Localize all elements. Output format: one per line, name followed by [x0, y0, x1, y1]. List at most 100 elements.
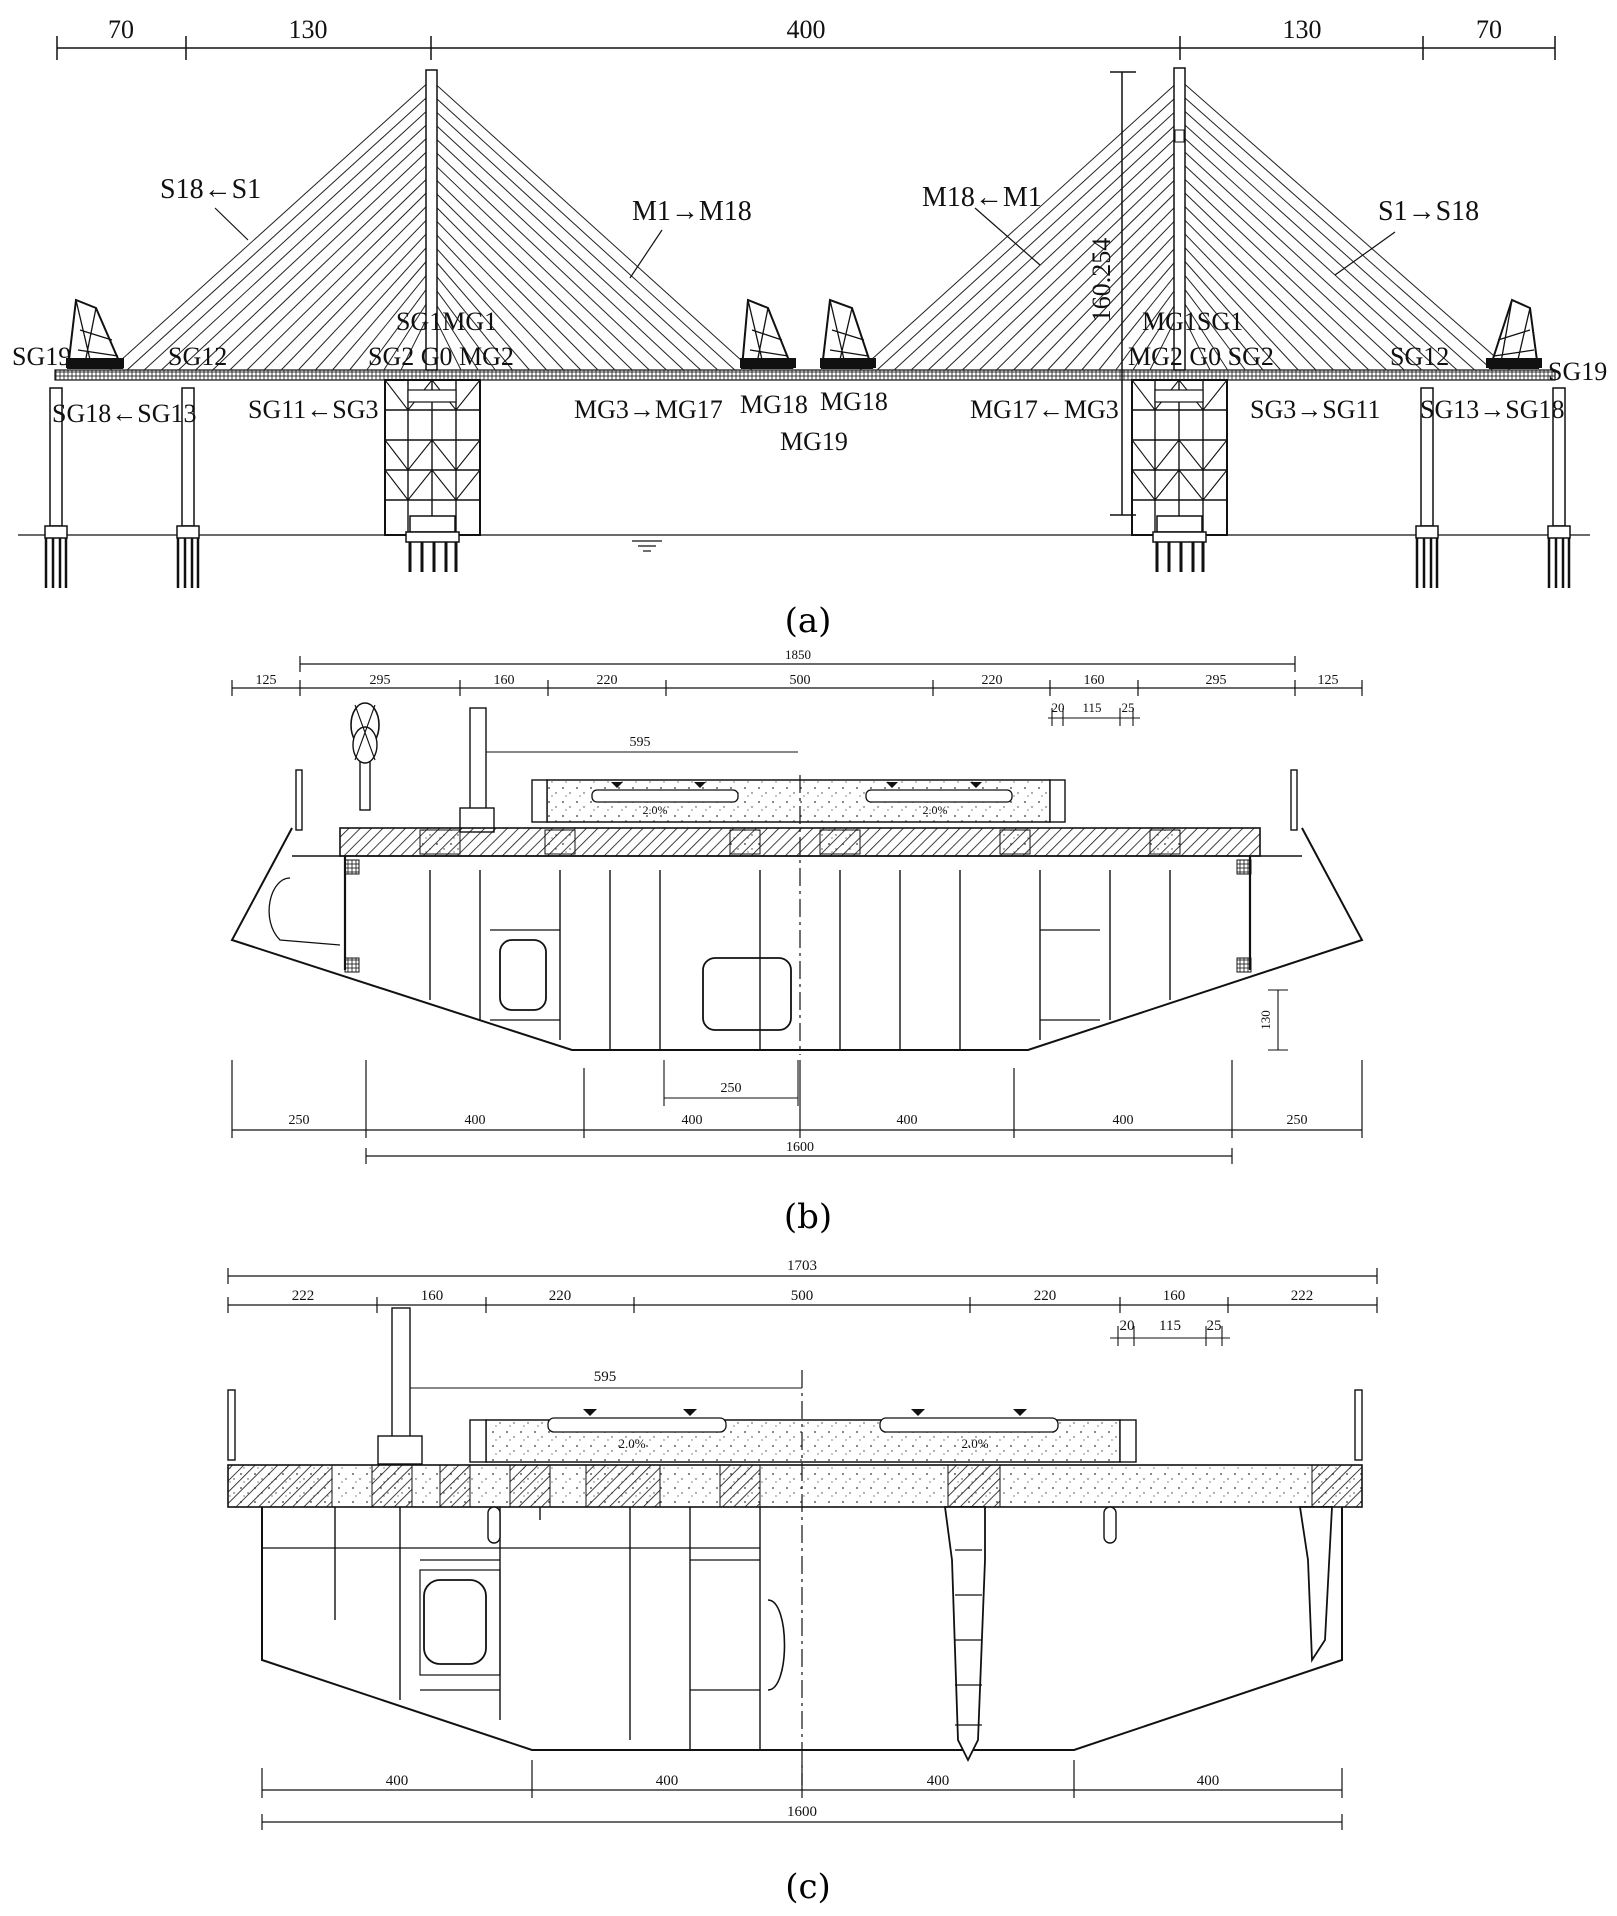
left-pylon-side-cable [212, 160, 432, 371]
bridge-deck [54, 369, 1556, 381]
left-pylon [425, 69, 438, 371]
panel-a-labels: S18←S1 M1→M18 M18←M1 S1→S18 SG19 SG12 SG… [12, 174, 1607, 456]
left-pylon-side-cable [161, 120, 432, 371]
b-slope-right: 2.0% [923, 803, 948, 817]
c-top-dim-5: 220 [1034, 1288, 1057, 1304]
c-slope-left: 2.0% [618, 1436, 645, 1451]
label-sg19-right: SG19 [1548, 357, 1607, 386]
deck-crane-3 [820, 298, 876, 369]
left-pylon-main-cable [430, 160, 650, 371]
span-dim-1: 70 [108, 15, 134, 44]
c-total-top: 1703 [787, 1258, 817, 1274]
right-pylon-side-cable [996, 187, 1181, 371]
left-pylon-main-cable [430, 106, 719, 371]
span-dim-5: 70 [1476, 15, 1502, 44]
right-temporary-tower [1131, 379, 1228, 572]
left-temporary-tower [384, 379, 481, 572]
right-pylon-side-cable [1030, 214, 1181, 371]
right-pylon-side-cable [1013, 201, 1181, 371]
panel-c-caption: (c) [785, 1867, 831, 1907]
label-sg12-right: SG12 [1390, 342, 1449, 371]
left-pylon-side-cable [143, 106, 432, 371]
left-pylon-side-cable [109, 79, 432, 371]
right-pylon-side-cable [1098, 269, 1181, 371]
right-pylon-main-cable [1179, 160, 1405, 371]
span-dim-2: 130 [289, 15, 328, 44]
deck-crane-2 [740, 298, 796, 369]
b-steel-box-girder [230, 827, 1364, 1051]
label-mg3-mg17: MG3→MG17 [574, 395, 723, 424]
left-pylon-main-cable [430, 255, 530, 371]
b-slope-left: 2.0% [643, 803, 668, 817]
left-pylon-side-cable [280, 214, 432, 371]
cable-fan-right-pylon [859, 79, 1511, 371]
cable-fan-left-pylon [109, 79, 753, 371]
c-slope-right: 2.0% [961, 1436, 988, 1451]
b-bottom-dim-6: 250 [1287, 1113, 1308, 1128]
label-sg1-mg1-left: SG1MG1 [396, 307, 497, 336]
right-pylon-main-cable [1179, 106, 1476, 371]
left-pylon-main-cable [430, 282, 496, 371]
right-pylon-main-cable [1179, 242, 1299, 371]
left-pylon-side-cable [263, 201, 432, 371]
left-pylon-side-cable [332, 255, 432, 371]
right-pylon-side-cable [944, 147, 1181, 371]
c-top-dim-1: 222 [292, 1288, 315, 1304]
right-pylon-main-cable [1179, 296, 1229, 371]
b-depth-dimension: 130 [1258, 989, 1288, 1051]
label-mg17-mg3: MG17←MG3 [970, 395, 1119, 424]
span-dim-4: 130 [1283, 15, 1322, 44]
c-top-dim-4: 500 [791, 1288, 814, 1304]
label-m18-m1: M18←M1 [922, 182, 1042, 213]
c-detail-dim-2: 115 [1159, 1318, 1181, 1334]
c-railings [227, 1307, 1363, 1465]
left-pylon-main-cable [430, 120, 701, 371]
c-deck-slab [227, 1464, 1363, 1508]
b-total-top: 1850 [785, 647, 811, 662]
b-top-dim-7: 160 [1084, 673, 1105, 688]
b-top-dim-1: 125 [256, 673, 277, 688]
b-top-dim-6: 220 [982, 673, 1003, 688]
right-pylon-side-cable [927, 133, 1181, 371]
right-pylon-main-cable [1179, 214, 1334, 371]
deck-crane-1 [66, 298, 124, 369]
left-pylon-main-cable [430, 147, 667, 371]
label-s18-s1: S18←S1 [160, 174, 261, 205]
panel-b-caption: (b) [784, 1197, 832, 1237]
left-pylon-side-cable [246, 187, 432, 371]
left-pylon-side-cable [349, 269, 432, 371]
b-depth-value: 130 [1258, 1010, 1273, 1030]
right-pylon-main-cable [1179, 255, 1281, 371]
b-catenary-mast [350, 702, 380, 811]
right-pylon-main-cable [1179, 174, 1387, 371]
b-total-bottom: 1600 [786, 1140, 814, 1155]
b-top-dim-2: 295 [370, 673, 391, 688]
b-deck-slab [339, 827, 1261, 857]
c-offset-dim: 595 [594, 1369, 617, 1385]
label-mg1-sg1-right: MG1SG1 [1142, 307, 1243, 336]
left-pylon-main-cable [430, 269, 513, 371]
right-pylon-main-cable [1179, 133, 1440, 371]
label-m1-m18: M1→M18 [632, 196, 752, 227]
c-track-bed: 2.0% 2.0% [469, 1370, 1137, 1785]
c-bottom-dim-4: 400 [1197, 1773, 1220, 1789]
panel-b-top-dimensions: 1850 125 295 160 220 500 220 160 295 125… [231, 647, 1363, 726]
right-pylon-side-cable [962, 160, 1181, 371]
label-mg18-right: MG18 [820, 387, 888, 416]
c-top-dim-6: 160 [1163, 1288, 1186, 1304]
span-dim-3: 400 [787, 15, 826, 44]
left-pylon-main-cable [430, 228, 565, 371]
right-pylon-main-cable [1179, 79, 1511, 371]
label-sg2-g0-mg2-left: SG2 G0 MG2 [368, 342, 514, 371]
pier-4 [1547, 387, 1571, 588]
panel-c-top-dimensions: 1703 222 160 220 500 220 160 222 20 115 … [227, 1258, 1378, 1346]
left-pylon-side-cable [366, 282, 432, 371]
b-top-dim-8: 295 [1206, 673, 1227, 688]
left-pylon-main-cable [430, 133, 684, 371]
c-top-dim-2: 160 [421, 1288, 444, 1304]
right-pylon-side-cable [1081, 255, 1181, 371]
right-pylon-side-cable [910, 120, 1181, 371]
cable-label-leaders [214, 207, 1396, 279]
label-sg3-sg11: SG3→SG11 [1250, 395, 1381, 424]
right-pylon-main-cable [1179, 201, 1352, 371]
